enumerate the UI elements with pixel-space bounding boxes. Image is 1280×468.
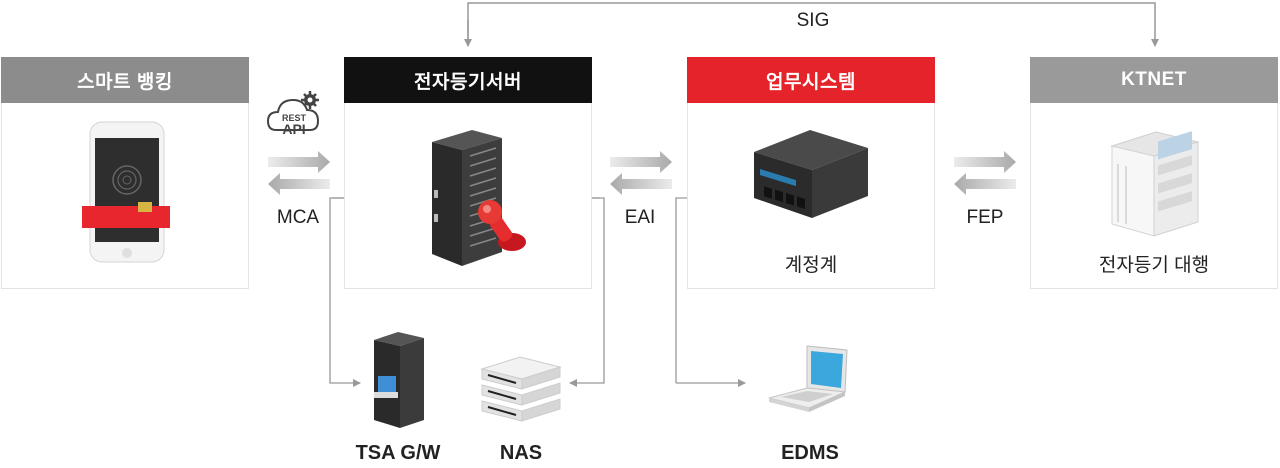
- eai-label: EAI: [624, 207, 656, 228]
- tsa-label: TSA G/W: [355, 442, 441, 464]
- nas-server-icon: [754, 130, 868, 218]
- fep-label: FEP: [966, 207, 1004, 228]
- business-system-caption: 계정계: [784, 255, 838, 276]
- edoc-server-title: 전자등기서버: [344, 57, 592, 103]
- mca-label: MCA: [276, 207, 320, 228]
- rest-label: REST: [281, 113, 306, 123]
- smartphone-icon: [82, 121, 170, 263]
- laptop-icon: [768, 345, 848, 412]
- smart-banking-title: 스마트 뱅킹: [1, 57, 249, 103]
- ktnet-caption: 전자등기 대행: [1098, 255, 1210, 276]
- mca-arrows: [268, 151, 330, 195]
- cabinet-icon: [1110, 131, 1200, 237]
- nas-storage-icon: [480, 356, 562, 422]
- sig-label: SIG: [796, 10, 830, 31]
- ktnet-title: KTNET: [1030, 57, 1278, 103]
- cloud-gear-icon: [266, 91, 320, 131]
- nas-label: NAS: [499, 442, 543, 464]
- eai-arrows: [610, 151, 672, 195]
- stamp-icon: [478, 200, 526, 251]
- business-system-title: 업무시스템: [687, 57, 935, 103]
- fep-arrows: [954, 151, 1016, 195]
- tsa-server-icon: [374, 332, 424, 428]
- edms-label: EDMS: [781, 442, 839, 464]
- api-label: API: [282, 121, 306, 137]
- server-rack-icon: [432, 130, 502, 266]
